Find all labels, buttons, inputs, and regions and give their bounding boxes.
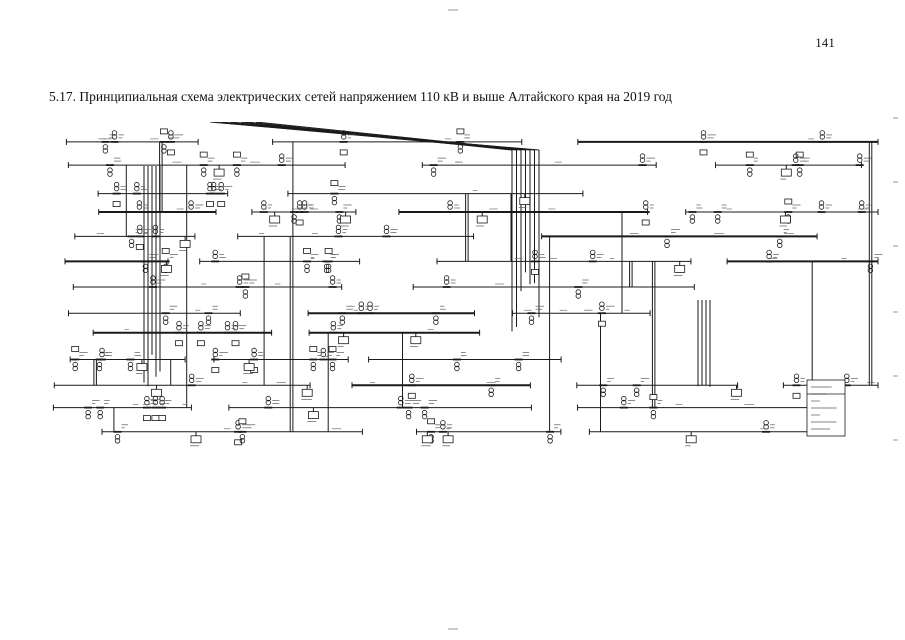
schematic-canvas xyxy=(52,121,883,447)
power-grid-schematic xyxy=(50,121,888,468)
section-title: 5.17. Принципиальная схема электрических… xyxy=(49,89,673,104)
page-number: 141 xyxy=(815,36,835,50)
